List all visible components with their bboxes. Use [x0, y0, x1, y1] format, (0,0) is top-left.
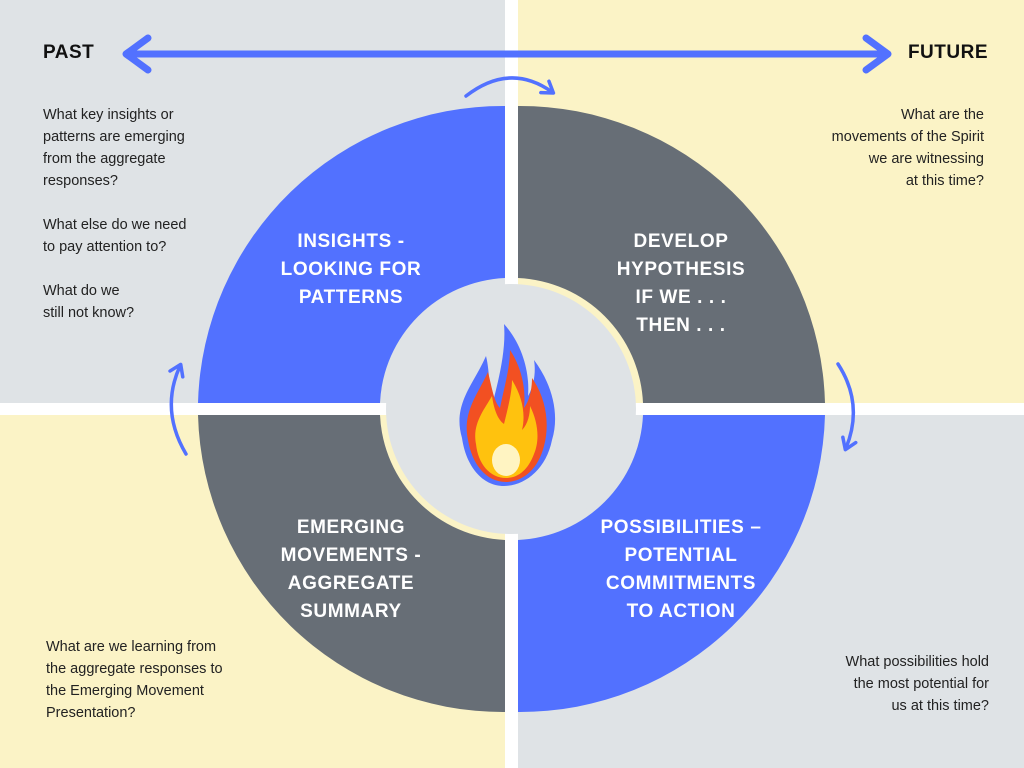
note-line: us at this time? [891, 698, 989, 714]
note-question: What else do we need to pay attention to… [43, 214, 186, 258]
note-line: the aggregate responses to [46, 661, 223, 677]
segment-label-line: PATTERNS [298, 287, 404, 308]
segment-label-line: HYPOTHESIS [616, 259, 746, 280]
segment-label-line: POTENTIAL [624, 545, 738, 566]
note-line: from the aggregate [43, 151, 166, 167]
segment-label-line: EMERGING [296, 517, 406, 538]
segment-emerging-movements [198, 415, 505, 713]
note-line: movements of the Spirit [831, 129, 984, 145]
flame-icon [459, 324, 556, 486]
note-question: What possibilities hold the most potenti… [846, 651, 989, 717]
segment-label-line: COMMITMENTS [605, 573, 757, 594]
note-past-bottom: What are we learning from the aggregate … [46, 636, 223, 724]
segment-label-line: LOOKING FOR [280, 259, 422, 280]
note-future-bottom: What possibilities hold the most potenti… [846, 651, 989, 717]
segment-label-line: INSIGHTS - [297, 231, 405, 252]
segment-label-insights: INSIGHTS - LOOKING FOR PATTERNS [256, 228, 446, 312]
note-line: What are we learning from [46, 639, 217, 655]
note-line: to pay attention to? [43, 239, 167, 255]
segment-label-line: DEVELOP [633, 231, 729, 252]
segment-develop-hypothesis [518, 105, 825, 403]
segment-label-line: POSSIBILITIES – [600, 517, 762, 538]
note-line: the Emerging Movement [46, 683, 204, 699]
note-past-top: What key insights or patterns are emergi… [43, 104, 186, 324]
segment-label-develop-hypothesis: DEVELOP HYPOTHESIS IF WE . . . THEN . . … [586, 228, 776, 340]
note-line: What possibilities hold [845, 654, 989, 670]
segment-label-possibilities: POSSIBILITIES – POTENTIAL COMMITMENTS TO… [578, 514, 784, 626]
cycle-arrow-right [836, 362, 858, 452]
note-line: Presentation? [46, 705, 136, 721]
note-question: What key insights or patterns are emergi… [43, 104, 186, 192]
note-line: What do we [43, 283, 120, 299]
future-label: FUTURE [907, 42, 988, 63]
note-question: What are we learning from the aggregate … [46, 636, 223, 724]
note-line: What key insights or [43, 107, 174, 123]
segment-label-line: THEN . . . [636, 315, 726, 336]
cycle-arrow-top [464, 76, 556, 98]
note-line: the most potential for [853, 676, 989, 692]
cycle-arrow-left [168, 362, 188, 456]
segment-label-line: MOVEMENTS - [280, 545, 422, 566]
note-line: patterns are emerging [43, 129, 185, 145]
note-line: we are witnessing [868, 151, 984, 167]
note-line: still not know? [43, 305, 135, 321]
segment-insights [198, 105, 505, 403]
note-question: What are the movements of the Spirit we … [832, 104, 984, 192]
note-line: What are the [900, 107, 984, 123]
past-label: PAST [43, 42, 95, 63]
note-future-top: What are the movements of the Spirit we … [832, 104, 984, 192]
segment-label-line: TO ACTION [626, 601, 736, 622]
segment-possibilities [518, 415, 825, 713]
note-line: What else do we need [43, 217, 187, 233]
segment-label-line: SUMMARY [300, 601, 402, 622]
segment-label-line: AGGREGATE [287, 573, 415, 594]
segment-label-line: IF WE . . . [635, 287, 727, 308]
note-line: at this time? [905, 173, 984, 189]
segment-label-emerging-movements: EMERGING MOVEMENTS - AGGREGATE SUMMARY [256, 514, 446, 626]
note-line: responses? [43, 173, 118, 189]
timeline-arrow [122, 34, 892, 74]
note-question: What do we still not know? [43, 280, 186, 324]
